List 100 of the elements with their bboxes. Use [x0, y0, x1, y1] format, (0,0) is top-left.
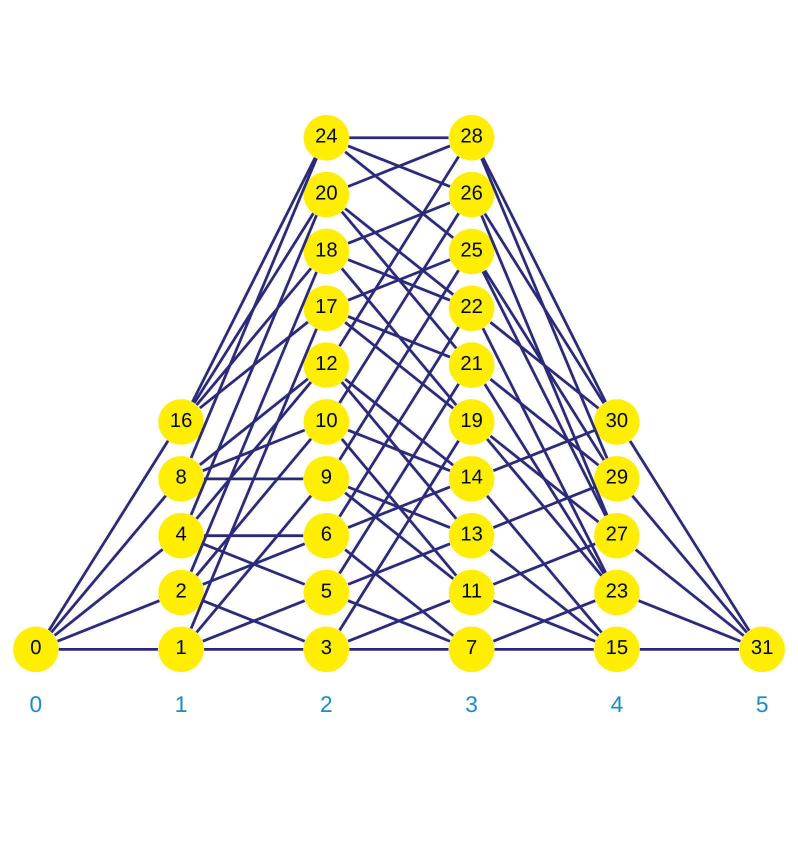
connector	[54, 548, 164, 637]
connector	[631, 494, 748, 634]
connector	[196, 267, 312, 406]
node-circle: 28	[448, 115, 494, 161]
connector	[338, 326, 460, 518]
connector	[344, 321, 454, 410]
node-circle: 12	[304, 342, 350, 388]
connector	[348, 144, 450, 188]
connector	[490, 321, 600, 410]
node-circle: 18	[304, 228, 350, 274]
node-circle: 9	[304, 456, 350, 502]
connector	[58, 648, 158, 651]
node-circle: 5	[304, 570, 350, 616]
node-circle: 14	[448, 456, 494, 502]
connector	[338, 212, 460, 404]
label: 0	[30, 690, 42, 717]
node-circle: 20	[304, 172, 350, 218]
connector	[344, 378, 454, 466]
node-circle: 29	[594, 456, 640, 502]
connector	[348, 315, 450, 358]
connector	[490, 434, 600, 524]
connector	[490, 548, 600, 637]
connector	[638, 599, 741, 643]
connector	[199, 378, 309, 466]
connector	[199, 320, 309, 410]
connector	[486, 438, 603, 577]
connector	[340, 438, 458, 577]
connector	[492, 428, 596, 472]
connector	[482, 328, 607, 574]
node-circle: 13	[448, 512, 494, 558]
connector	[492, 486, 596, 529]
node-circle: 22	[448, 286, 494, 332]
connector	[344, 150, 454, 239]
connector	[204, 648, 304, 651]
label: 1	[174, 690, 188, 717]
connector	[202, 428, 306, 472]
connector	[348, 599, 450, 643]
node-circle: 11	[448, 570, 494, 616]
connector	[482, 157, 607, 403]
node-circle: 7	[448, 626, 494, 672]
connector	[196, 381, 312, 520]
connector	[338, 270, 460, 461]
connector	[202, 599, 306, 643]
connector	[196, 438, 312, 576]
node-circle: 30	[594, 399, 640, 445]
node-circle: 26	[448, 172, 494, 218]
node-circle: 2	[158, 570, 204, 616]
connector	[50, 494, 167, 634]
node-circle: 10	[304, 399, 350, 445]
connector	[348, 428, 450, 472]
connector	[190, 158, 318, 459]
connector	[348, 486, 450, 529]
connector	[340, 268, 458, 406]
node-circle: 25	[448, 228, 494, 274]
connector	[193, 212, 314, 404]
connector	[484, 270, 606, 461]
node-circle: 24	[304, 115, 350, 161]
connector	[348, 542, 450, 586]
connector	[348, 201, 450, 245]
node-circle: 16	[158, 399, 204, 445]
node-circle: 6	[304, 512, 350, 558]
connector	[196, 494, 312, 634]
connector	[344, 207, 454, 296]
node-circle: 17	[304, 286, 350, 332]
node-circle: 27	[594, 512, 640, 558]
connector	[340, 210, 458, 350]
connector	[634, 548, 745, 637]
connector	[490, 378, 600, 466]
connector	[204, 477, 304, 480]
node-circle: 21	[448, 342, 494, 388]
connector	[628, 440, 750, 632]
connector	[48, 440, 170, 632]
connector	[348, 258, 450, 302]
node-circle: 23	[594, 570, 640, 616]
connector	[202, 542, 306, 586]
connector	[191, 157, 316, 403]
connector	[338, 440, 460, 632]
node-circle: 0	[13, 626, 59, 672]
connector	[349, 136, 448, 140]
connector	[340, 381, 458, 520]
node-circle: 31	[739, 626, 785, 672]
node-circle: 8	[158, 456, 204, 502]
connector	[480, 158, 608, 459]
connector	[190, 214, 318, 516]
connector	[190, 328, 318, 630]
connector	[57, 599, 160, 643]
connector	[349, 648, 448, 651]
node-circle: 4	[158, 512, 204, 558]
label: 2	[320, 690, 333, 717]
node-circle: 15	[594, 626, 640, 672]
node-circle: 19	[448, 399, 494, 445]
connector	[482, 270, 607, 516]
connector	[344, 492, 454, 580]
connector	[338, 156, 460, 347]
connector	[338, 383, 460, 574]
connector	[480, 214, 608, 516]
connector	[204, 534, 304, 538]
connector	[494, 648, 594, 651]
connector	[492, 542, 596, 586]
node-circle: 1	[158, 626, 204, 672]
